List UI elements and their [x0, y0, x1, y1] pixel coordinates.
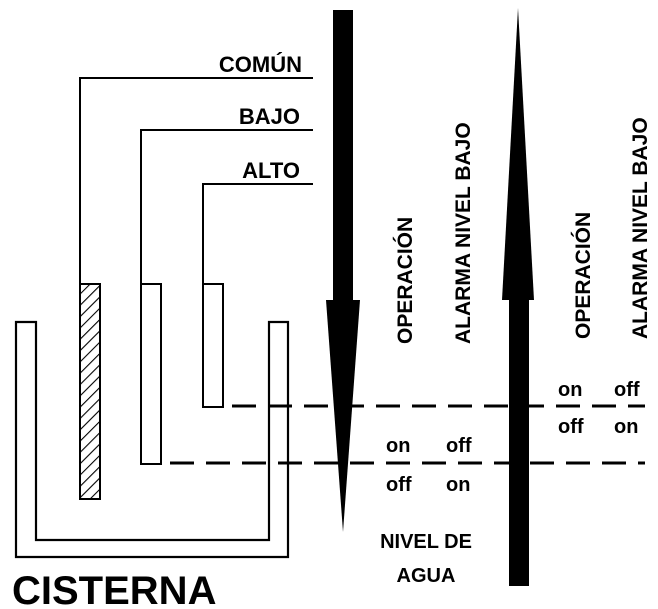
- right-alarm-header: ALARMA NIVEL BAJO: [629, 117, 652, 339]
- cistern-title: CISTERNA: [12, 569, 216, 609]
- asc-operation-off: off: [558, 416, 584, 438]
- descending-arrow-head: [326, 300, 360, 532]
- high-label: ALTO: [242, 158, 300, 183]
- common-wire: [79, 77, 313, 284]
- asc-alarm-off: off: [614, 379, 640, 401]
- desc-alarm-on: on: [446, 474, 470, 496]
- high-electrode: [202, 283, 224, 408]
- low-electrode: [140, 283, 162, 465]
- left-alarm-header: ALARMA NIVEL BAJO: [452, 122, 475, 344]
- common-label: COMÚN: [219, 52, 302, 77]
- asc-alarm-on: on: [614, 416, 638, 438]
- common-electrode: [79, 283, 101, 500]
- ascending-arrow-head: [502, 8, 534, 300]
- water-level-label-line2: AGUA: [397, 565, 456, 587]
- asc-operation-on: on: [558, 379, 582, 401]
- cistern-outer-wall: [14, 320, 290, 559]
- ascending-arrow-shaft: [509, 290, 529, 586]
- descending-arrow-shaft: [333, 10, 353, 310]
- low-label: BAJO: [239, 104, 300, 129]
- high-wire: [202, 183, 313, 284]
- low-wire: [140, 129, 313, 284]
- desc-operation-off: off: [386, 474, 412, 496]
- left-operation-header: OPERACIÓN: [393, 217, 417, 344]
- right-operation-header: OPERACIÓN: [571, 212, 595, 339]
- water-level-label-line1: NIVEL DE: [380, 531, 472, 553]
- desc-operation-on: on: [386, 435, 410, 457]
- desc-alarm-off: off: [446, 435, 472, 457]
